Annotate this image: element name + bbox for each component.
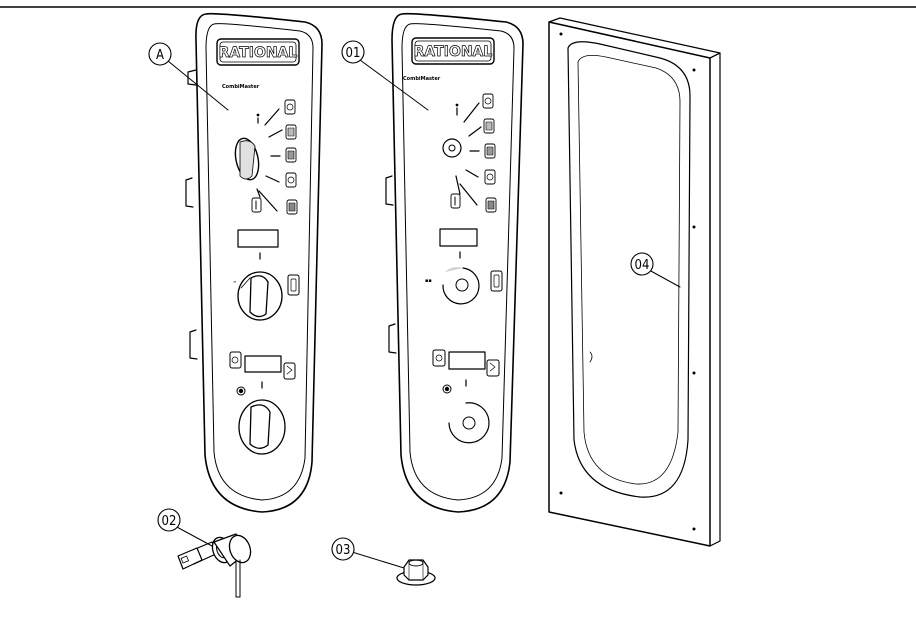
callout-02: 02 bbox=[157, 508, 213, 547]
nut-03 bbox=[396, 559, 436, 586]
gasket-frame-04 bbox=[548, 17, 721, 547]
callout-03: 03 bbox=[331, 537, 405, 569]
front-overlay-01: RATIONAL CombiMaster ▪▪ bbox=[385, 12, 524, 513]
svg-text:▪▪: ▪▪ bbox=[425, 278, 432, 284]
callout-04: 04 bbox=[630, 252, 681, 288]
key-lock-02 bbox=[177, 533, 252, 598]
model-name-a: CombiMaster bbox=[222, 84, 260, 90]
callout-label-01: 01 bbox=[346, 46, 361, 61]
callout-label-02: 02 bbox=[162, 514, 177, 529]
model-name-01: CombiMaster bbox=[403, 76, 441, 82]
control-panel-a: RATIONAL CombiMaster ∞ bbox=[185, 12, 323, 513]
callout-label-a: A bbox=[156, 48, 164, 63]
brand-logo-a: RATIONAL bbox=[219, 45, 298, 61]
svg-text:∞: ∞ bbox=[233, 279, 236, 284]
callout-label-04: 04 bbox=[635, 258, 650, 273]
callout-label-03: 03 bbox=[336, 543, 351, 558]
callout-a: A bbox=[148, 42, 229, 111]
brand-logo-01: RATIONAL bbox=[414, 44, 493, 60]
callout-01: 01 bbox=[341, 40, 429, 111]
